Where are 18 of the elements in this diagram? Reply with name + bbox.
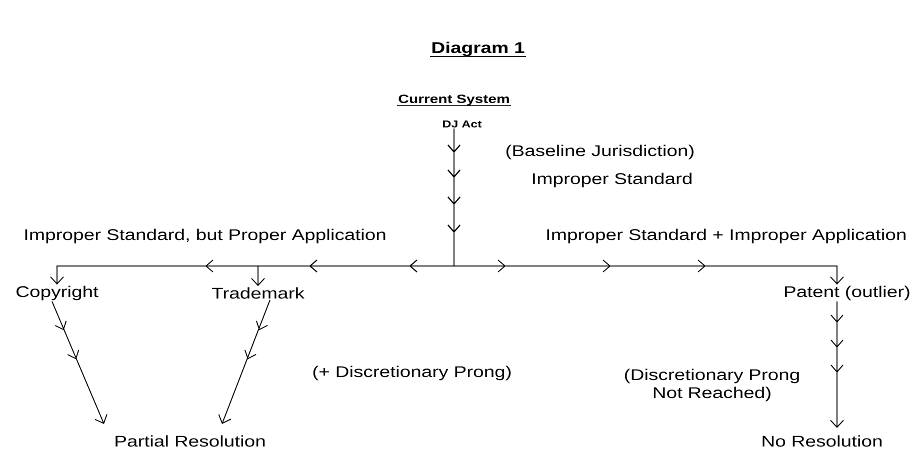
arrow — [218, 299, 270, 424]
title: Diagram 1 — [430, 42, 526, 57]
subtitle: Current System — [396, 94, 512, 106]
annotation: Improper Standard + Improper Application — [547, 228, 906, 244]
annotation: (Discretionary Prong Not Reached) — [625, 368, 799, 402]
annotation: Improper Standard, but Proper Application — [25, 228, 386, 244]
node-label: Trademark — [212, 287, 304, 299]
arrow — [830, 300, 844, 428]
node-label: Partial Resolution — [116, 435, 265, 447]
node-label: Patent (outlier) — [785, 286, 910, 300]
annotation: (+ Discretionary Prong) — [313, 366, 511, 380]
arrow — [448, 128, 844, 285]
node-label: No Resolution — [762, 435, 882, 447]
node-label: Copyright — [16, 286, 98, 300]
annotation: (Baseline Jurisdiction) — [506, 144, 694, 160]
arrow — [52, 300, 108, 424]
node-label: DJ Act — [443, 120, 482, 128]
annotation: Improper Standard — [533, 172, 692, 188]
